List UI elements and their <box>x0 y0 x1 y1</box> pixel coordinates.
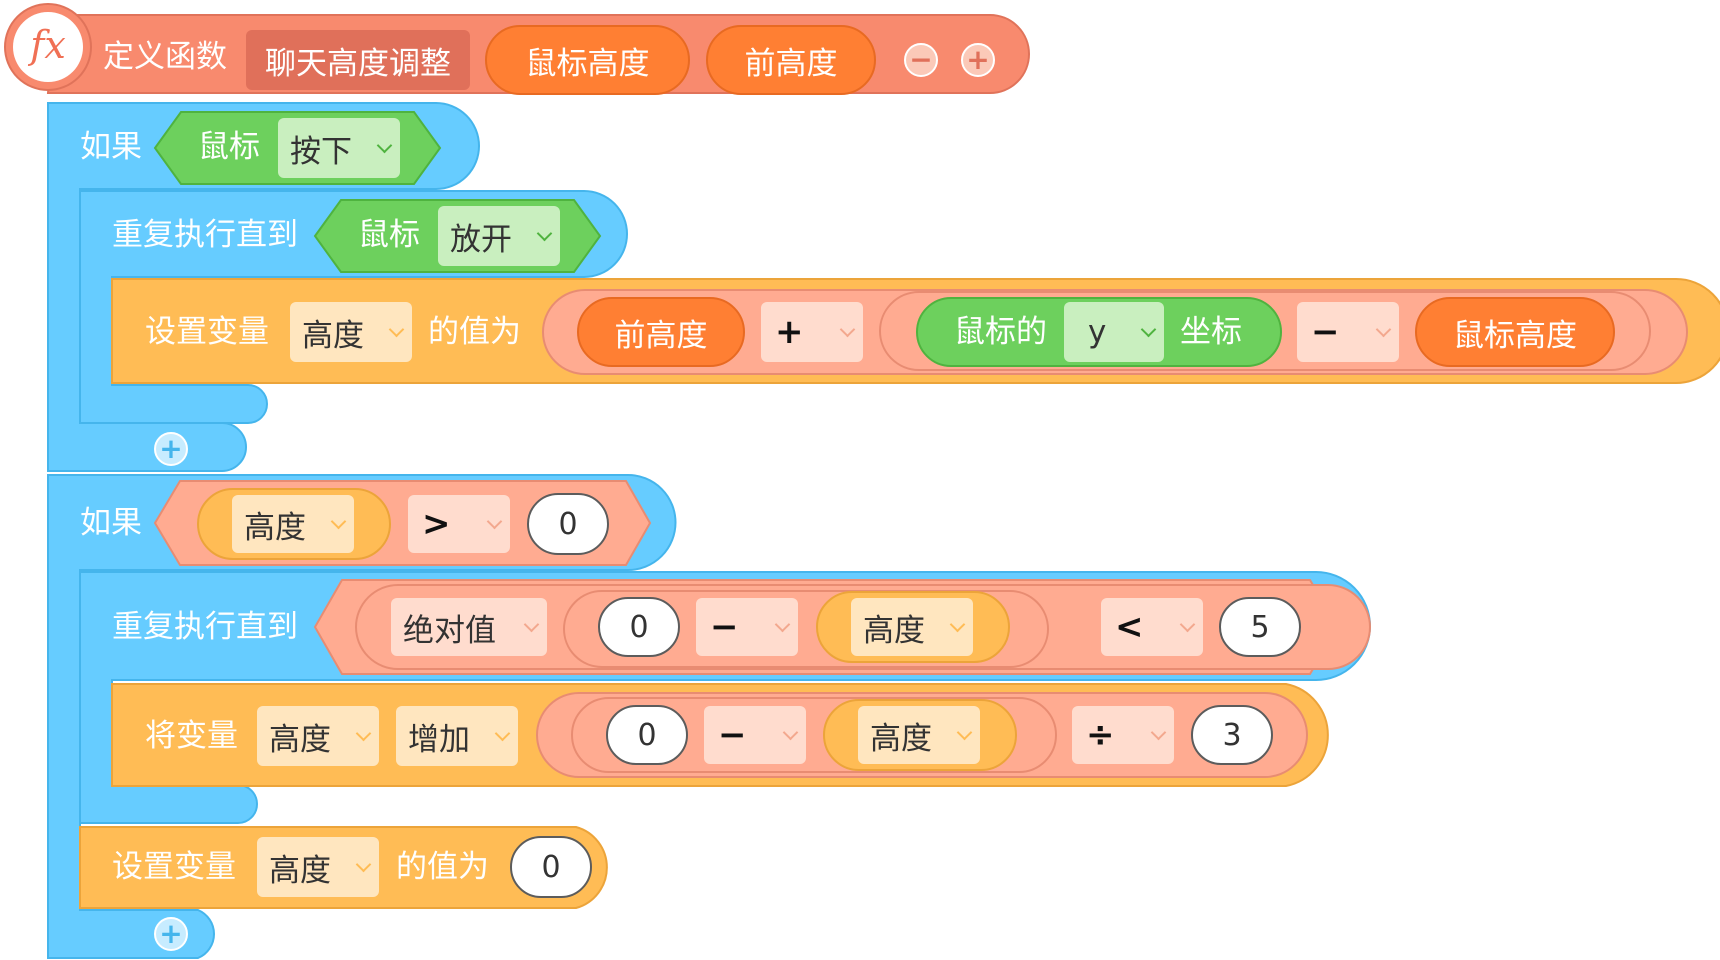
param-text: 鼠标高度 <box>1453 317 1577 354</box>
mouse-prefix: 鼠标的 <box>954 314 1047 350</box>
param-text: 前高度 <box>744 45 838 82</box>
dropdown-value: 放开 <box>450 221 512 258</box>
param-mouse-height-ref[interactable]: 鼠标高度 <box>1415 297 1615 367</box>
chevron-down-icon <box>355 856 372 873</box>
if2-value-input[interactable]: 0 <box>527 493 609 555</box>
set2-value-input[interactable]: 0 <box>510 836 592 898</box>
if2-label: 如果 <box>80 505 142 541</box>
mouse-suffix: 坐标 <box>1180 314 1242 350</box>
number-value: 0 <box>558 506 578 542</box>
abs-a-input[interactable]: 0 <box>598 597 680 657</box>
repeat1-cond-state-dropdown[interactable]: 放开 <box>438 206 560 266</box>
dropdown-value: 按下 <box>290 133 352 170</box>
op-value: > <box>422 504 451 544</box>
chevron-down-icon <box>949 616 966 633</box>
func-def-label: 定义函数 <box>103 39 227 75</box>
axis-dropdown[interactable]: y <box>1064 302 1164 362</box>
change-op1-dropdown[interactable]: − <box>704 706 806 764</box>
repeat2-label: 重复执行直到 <box>112 609 298 645</box>
set2-var-dropdown[interactable]: 高度 <box>257 837 379 897</box>
dropdown-value: 高度 <box>302 317 364 354</box>
set1-var-dropdown[interactable]: 高度 <box>290 302 412 362</box>
change-var2-dropdown[interactable]: 高度 <box>858 706 980 764</box>
set2-label: 设置变量 <box>112 849 236 885</box>
plus-icon: + <box>159 917 183 950</box>
chevron-down-icon <box>355 725 372 742</box>
chevron-down-icon <box>774 616 791 633</box>
if1-label: 如果 <box>80 129 142 165</box>
chevron-down-icon <box>956 724 973 741</box>
add-param-button[interactable]: + <box>961 43 995 77</box>
repeat1-cond-device: 鼠标 <box>358 217 420 253</box>
chevron-down-icon <box>1375 321 1392 338</box>
change-var-dropdown[interactable]: 高度 <box>257 706 379 766</box>
chevron-down-icon <box>494 725 511 742</box>
set1-label: 设置变量 <box>145 314 269 350</box>
func-name-text: 聊天高度调整 <box>265 45 451 82</box>
param-prev-height-ref[interactable]: 前高度 <box>577 297 745 367</box>
abs-op-dropdown[interactable]: − <box>696 598 798 656</box>
if1-cond-device: 鼠标 <box>198 129 260 165</box>
abs-func-dropdown[interactable]: 绝对值 <box>391 598 547 656</box>
dropdown-value: 高度 <box>870 720 932 757</box>
minus-icon: − <box>909 43 933 76</box>
param-text: 鼠标高度 <box>525 45 650 82</box>
chevron-down-icon <box>782 724 799 741</box>
plus-icon: + <box>966 43 990 76</box>
dropdown-value: y <box>1088 314 1107 350</box>
if2-add-branch-button[interactable]: + <box>154 917 188 951</box>
plus-icon: + <box>159 432 183 465</box>
func-name[interactable]: 聊天高度调整 <box>246 30 470 90</box>
dropdown-value: 增加 <box>408 721 470 758</box>
chevron-down-icon <box>1179 616 1196 633</box>
set1-value-label: 的值为 <box>428 314 521 350</box>
op-value: + <box>775 312 804 352</box>
chevron-down-icon <box>486 513 503 530</box>
dropdown-value: 高度 <box>269 721 331 758</box>
change-op2-dropdown[interactable]: ÷ <box>1072 706 1174 764</box>
number-value: 5 <box>1250 609 1270 645</box>
number-value: 0 <box>629 609 649 645</box>
dropdown-value: 高度 <box>863 612 925 649</box>
if2-var-dropdown[interactable]: 高度 <box>232 495 354 553</box>
op-value: − <box>710 607 739 647</box>
param-mouse-height[interactable]: 鼠标高度 <box>485 25 690 95</box>
chevron-down-icon <box>376 137 393 154</box>
remove-param-button[interactable]: − <box>904 43 938 77</box>
op-value: < <box>1115 607 1144 647</box>
dropdown-value: 高度 <box>244 509 306 546</box>
op-value: − <box>1311 312 1340 352</box>
chevron-down-icon <box>839 321 856 338</box>
if1-add-branch-button[interactable]: + <box>154 432 188 466</box>
op-value: ÷ <box>1086 715 1115 755</box>
dropdown-value: 高度 <box>269 852 331 889</box>
repeat1-label: 重复执行直到 <box>112 217 298 253</box>
number-value: 3 <box>1222 717 1242 753</box>
if2-cmp-dropdown[interactable]: > <box>408 495 510 553</box>
op-plus-dropdown[interactable]: + <box>761 302 863 362</box>
dropdown-value: 绝对值 <box>403 612 496 649</box>
repeat2-value-input[interactable]: 5 <box>1219 597 1301 657</box>
fx-glyph: fx <box>27 23 66 67</box>
set2-value-label: 的值为 <box>396 849 489 885</box>
change-label: 将变量 <box>145 718 238 754</box>
change-a-input[interactable]: 0 <box>606 705 688 765</box>
number-value: 0 <box>541 849 561 885</box>
chevron-down-icon <box>1140 321 1157 338</box>
number-value: 0 <box>637 717 657 753</box>
op-minus-dropdown[interactable]: − <box>1297 302 1399 362</box>
chevron-down-icon <box>536 225 553 242</box>
op-value: − <box>718 715 747 755</box>
repeat2-cmp-dropdown[interactable]: < <box>1101 598 1203 656</box>
abs-var-dropdown[interactable]: 高度 <box>851 598 973 656</box>
chevron-down-icon <box>330 513 347 530</box>
change-divisor-input[interactable]: 3 <box>1191 705 1273 765</box>
param-prev-height[interactable]: 前高度 <box>706 25 876 95</box>
change-action-dropdown[interactable]: 增加 <box>396 706 518 766</box>
param-text: 前高度 <box>614 317 708 354</box>
chevron-down-icon <box>388 321 405 338</box>
chevron-down-icon <box>1150 724 1167 741</box>
if1-cond-state-dropdown[interactable]: 按下 <box>278 118 400 178</box>
chevron-down-icon <box>523 616 540 633</box>
